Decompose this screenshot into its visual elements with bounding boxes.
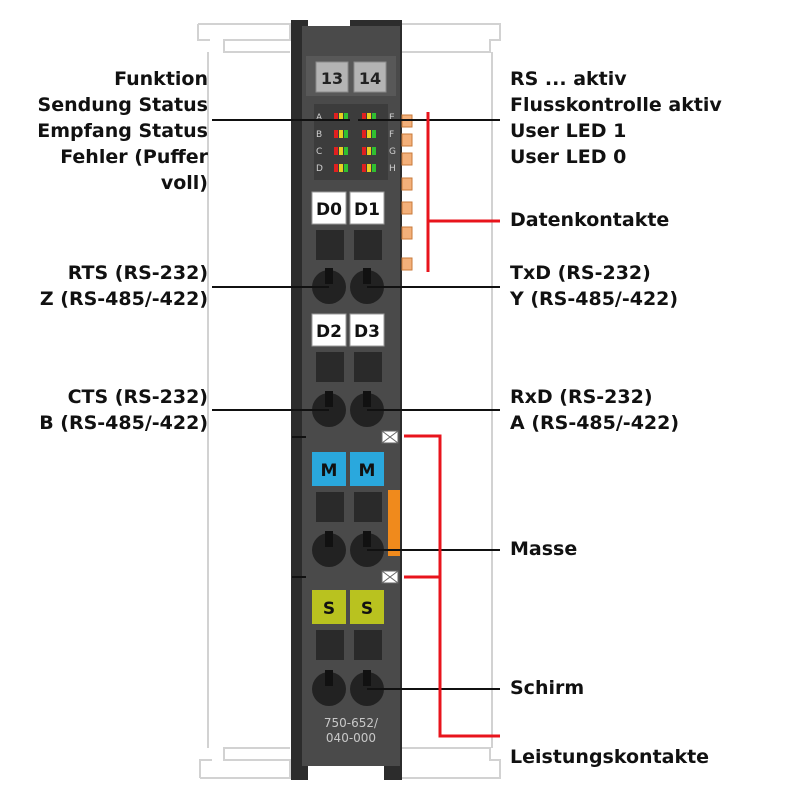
terminal-number-14: 14 (353, 61, 387, 93)
contact-label-d1: D1 (349, 191, 385, 225)
clamp-opening (312, 670, 346, 706)
svg-text:M: M (359, 461, 376, 481)
power-contact-marker (292, 430, 399, 444)
led-letter-c: C (316, 147, 322, 157)
led-letter-d: D (316, 164, 323, 174)
svg-text:13: 13 (321, 69, 343, 88)
contact-label-d3: D3 (349, 313, 385, 347)
led-letter-g: G (389, 147, 396, 157)
contact-label-s: S (312, 590, 346, 624)
label-led-functions-left: Funktion Sendung Status Empfang Status F… (37, 68, 208, 194)
svg-text:14: 14 (359, 69, 381, 88)
push-button (354, 492, 382, 522)
push-button (316, 492, 344, 522)
label-rxd: RxD (RS-232) A (RS-485/-422) (510, 386, 680, 434)
power-contacts-bracket (404, 434, 500, 738)
push-button (354, 630, 382, 660)
label-power-contacts: Leistungskontakte (510, 746, 710, 768)
led-letter-f: F (389, 130, 394, 140)
label-cts: CTS (RS-232) B (RS-485/-422) (39, 386, 208, 434)
contact-label-d0: D0 (311, 191, 347, 225)
led-panel: A B C D E F G H (314, 104, 396, 180)
contact-label-s: S (350, 590, 384, 624)
power-contact-strip (388, 490, 400, 556)
led-indicators (334, 113, 376, 172)
led-letter-e: E (389, 113, 395, 123)
push-button (316, 352, 344, 382)
data-contact-tabs (401, 114, 413, 271)
din-rail-outline (197, 23, 501, 779)
clamp-opening (312, 531, 346, 567)
push-button (316, 230, 344, 260)
led-letter-a: A (316, 113, 323, 123)
label-ground: Masse (510, 538, 578, 560)
push-button (316, 630, 344, 660)
svg-text:D2: D2 (316, 322, 342, 342)
power-contact-marker (292, 570, 399, 584)
svg-text:D1: D1 (354, 200, 380, 220)
label-txd: TxD (RS-232) Y (RS-485/-422) (510, 262, 679, 310)
contact-label-d2: D2 (311, 313, 347, 347)
contact-label-m: M (350, 452, 384, 486)
label-shield: Schirm (510, 677, 585, 699)
data-contacts-bracket (426, 112, 500, 272)
led-letter-h: H (389, 164, 396, 174)
terminal-number-13: 13 (315, 61, 349, 93)
label-led-functions-right: RS ... aktiv Flusskontrolle aktiv User L… (510, 68, 722, 168)
part-number-line2: 040-000 (326, 731, 376, 745)
svg-text:S: S (361, 599, 373, 619)
svg-text:D0: D0 (316, 200, 342, 220)
led-letter-b: B (316, 130, 322, 140)
svg-text:D3: D3 (354, 322, 380, 342)
part-number-line1: 750-652/ (324, 716, 379, 730)
contact-label-m: M (312, 452, 346, 486)
push-button (354, 230, 382, 260)
label-data-contacts: Datenkontakte (510, 209, 670, 231)
svg-text:S: S (323, 599, 335, 619)
push-button (354, 352, 382, 382)
label-rts: RTS (RS-232) Z (RS-485/-422) (39, 262, 208, 310)
svg-text:M: M (321, 461, 338, 481)
